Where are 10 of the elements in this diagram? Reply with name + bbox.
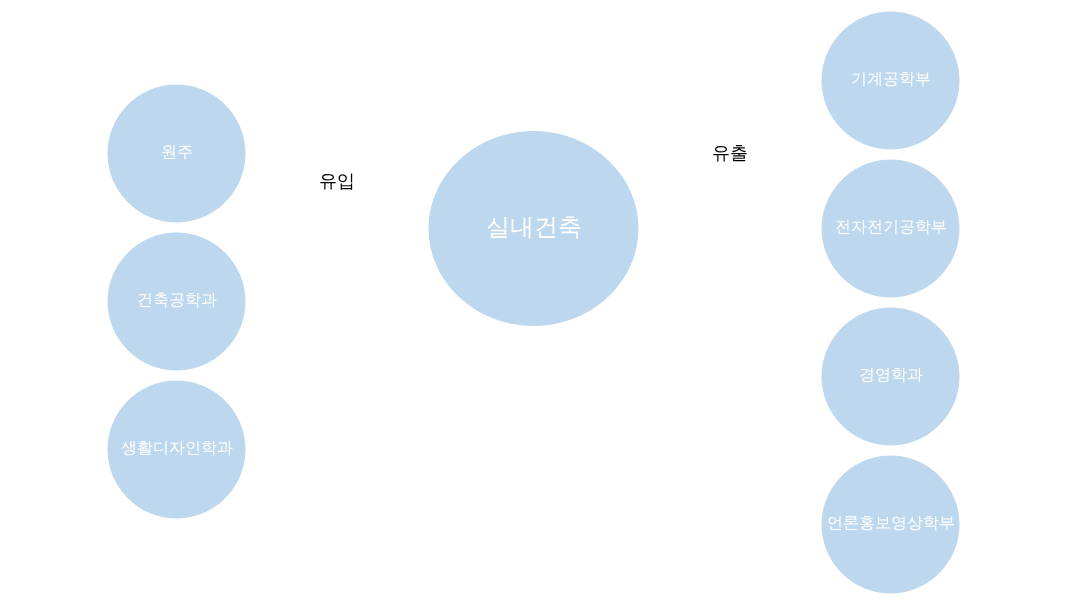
node-circle: 경영학과 [821, 307, 959, 446]
node-circle: 건축공학과 [107, 232, 245, 371]
node-circle: 언론홍보영상학부 [821, 455, 959, 594]
node-circle: 원주 [107, 84, 245, 223]
node-circle: 기계공학부 [821, 11, 959, 150]
label: 유입 [318, 169, 355, 191]
node-circle: 전자전기공학부 [821, 159, 959, 298]
label: 유출 [711, 141, 748, 163]
node-circle: 실내건축 [428, 131, 638, 326]
node-circle: 생활디자인학과 [107, 380, 245, 519]
